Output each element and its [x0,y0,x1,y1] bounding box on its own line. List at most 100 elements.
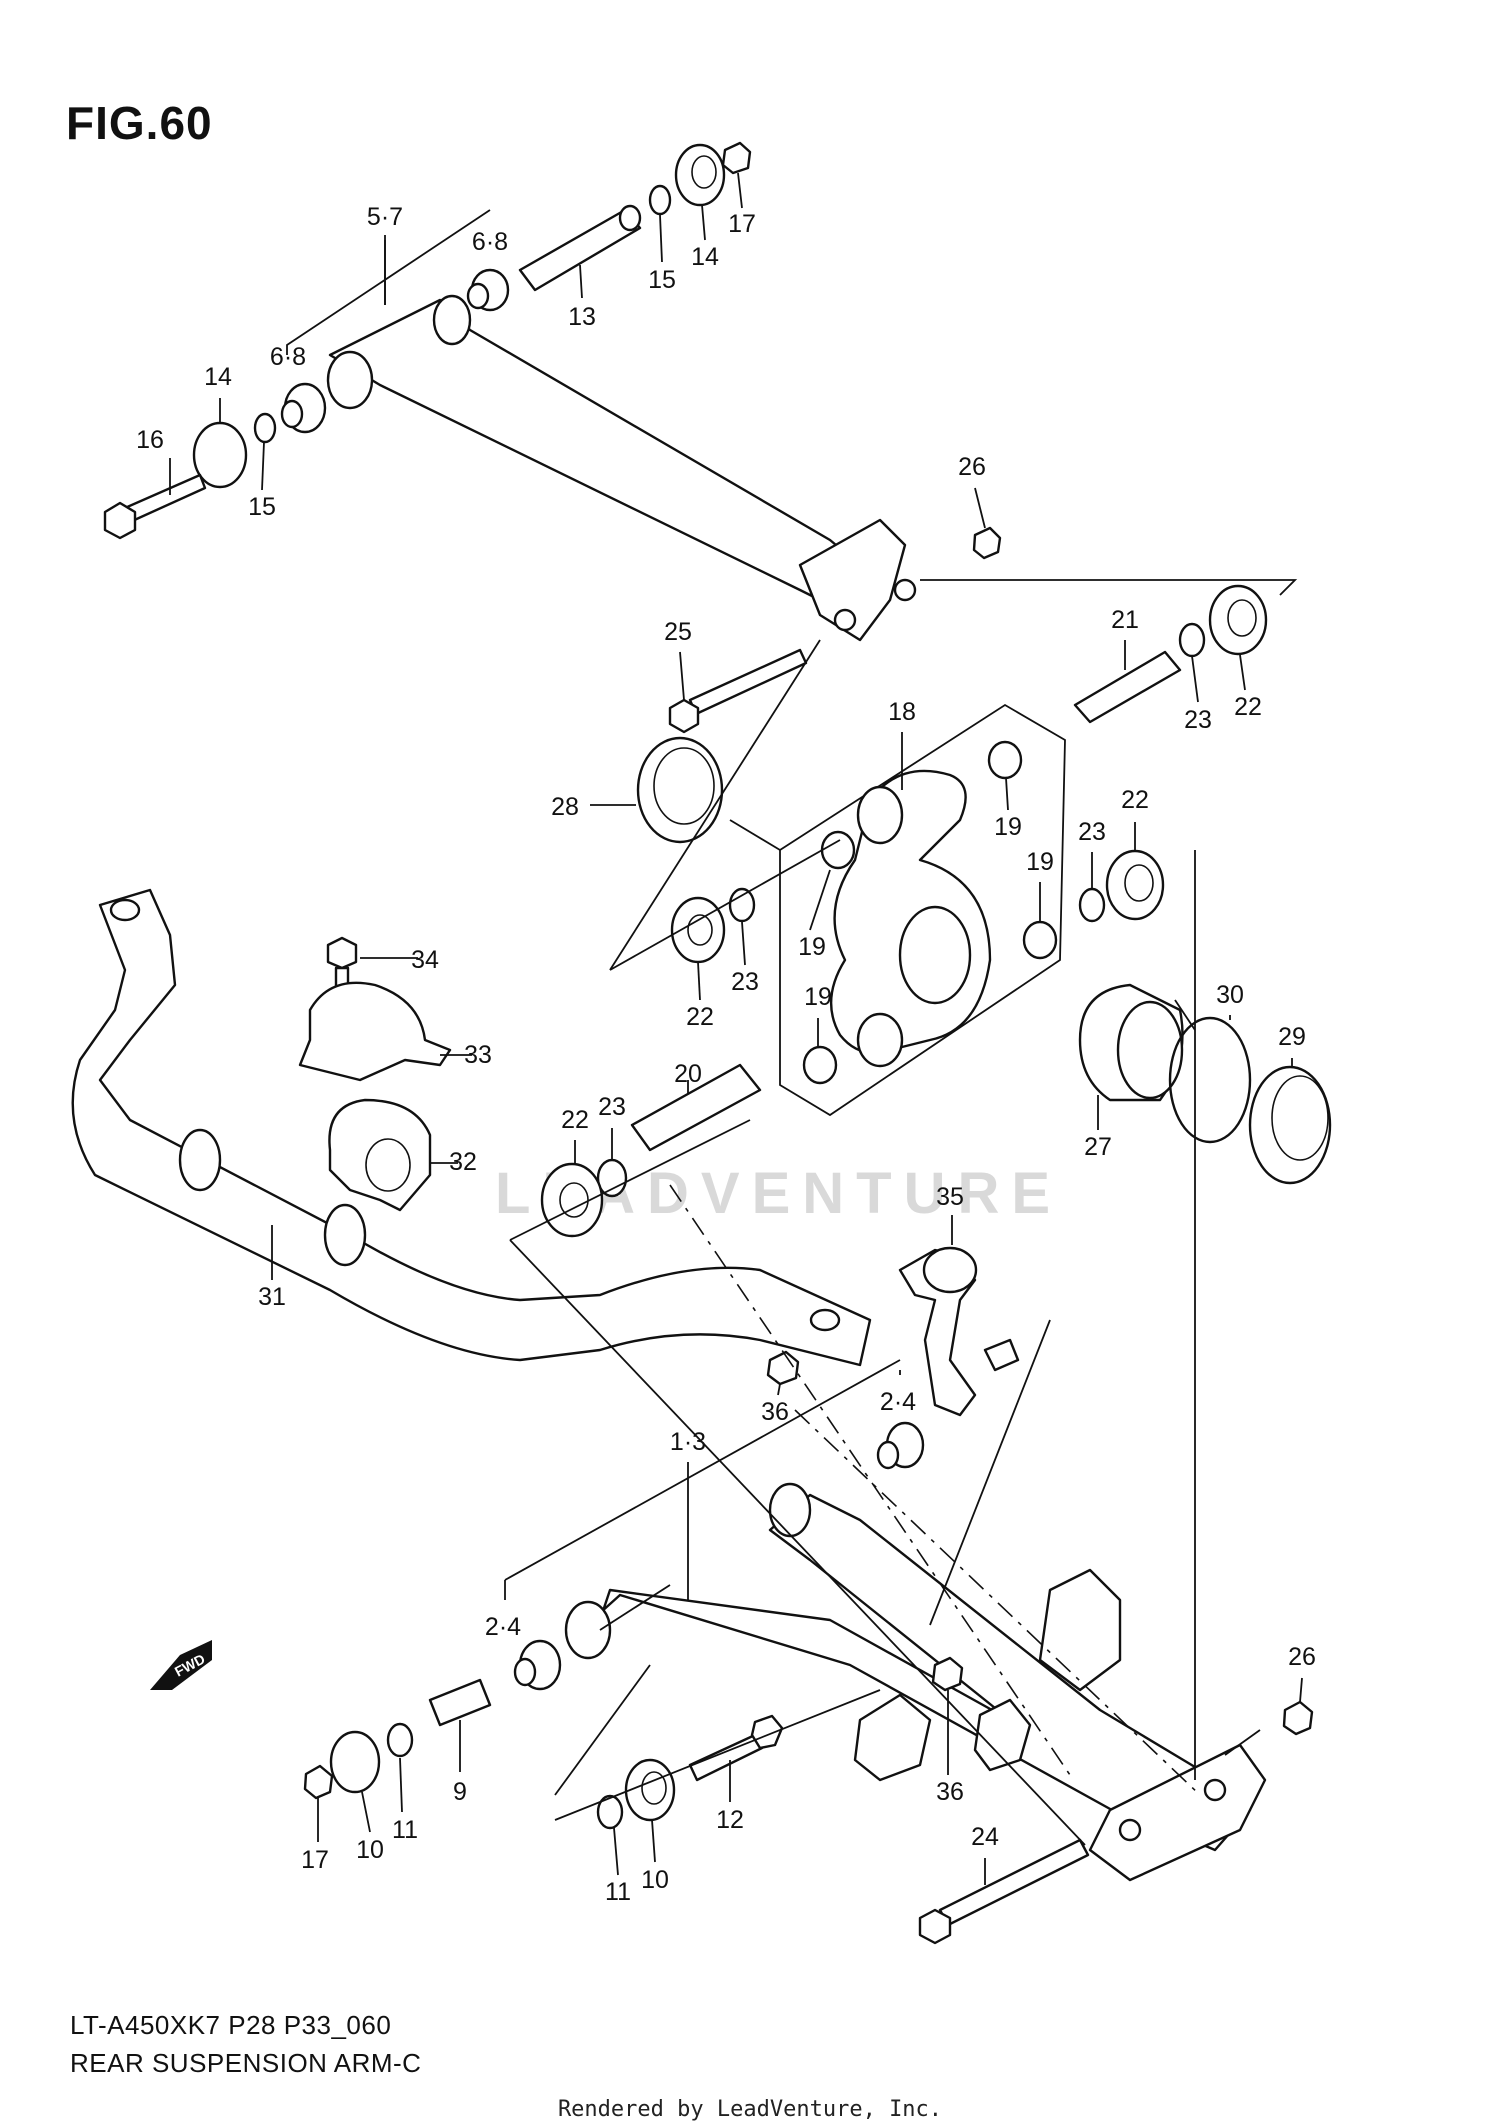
joint-35[interactable] [898,1246,1020,1417]
spacer-10-left[interactable] [329,1730,381,1794]
circlip-30[interactable] [1168,1016,1252,1144]
callout-15a: 15 [648,266,676,294]
callout-10b: 10 [641,1866,669,1894]
callout-28: 28 [551,793,579,821]
leader-15b [261,441,265,491]
leader-10b [651,1819,656,1863]
bearing-22-top[interactable] [1208,584,1268,656]
callout-22b: 22 [1121,786,1149,814]
callout-30: 30 [1216,981,1244,1009]
callout-2-4b: 2·4 [485,1613,521,1641]
seal-29[interactable] [1248,1065,1332,1185]
section-name: REAR SUSPENSION ARM-C [70,2048,422,2078]
callout-10a: 10 [356,1836,384,1864]
washer-15-top[interactable] [648,184,672,216]
callout-22c: 22 [686,1003,714,1031]
callout-14a: 14 [691,243,719,271]
callout-1-3: 1·3 [670,1428,706,1456]
washer-11-bottom[interactable] [596,1794,624,1830]
callout-34: 34 [411,946,439,974]
upper-arm[interactable] [326,294,917,642]
nut-17-bottom[interactable] [303,1764,334,1800]
nut-26-bottom[interactable] [1282,1700,1314,1736]
callout-5-7: 5·7 [367,203,403,231]
bushing-2-4-top[interactable] [876,1421,925,1470]
callout-12: 12 [716,1806,744,1834]
cushion-32[interactable] [328,1098,432,1212]
bolt-24[interactable] [918,1838,1090,1945]
callout-18: 18 [888,698,916,726]
washer-15-left[interactable] [253,412,277,444]
holder-33[interactable] [298,981,452,1082]
pipe-20[interactable] [630,1063,762,1152]
callout-14b: 14 [204,363,232,391]
leader-22c [697,961,701,1001]
callout-11a: 11 [392,1816,418,1844]
rendered-by: Rendered by LeadVenture, Inc. [557,2097,943,2122]
callout-24: 24 [971,1823,999,1851]
bushings-19[interactable] [802,740,1058,1085]
fwd-arrow-icon: FWD [150,1640,212,1690]
callout-16: 16 [136,426,164,454]
washer-23-top[interactable] [1178,622,1206,658]
leader-23a [1191,655,1199,703]
knuckle-18[interactable] [830,769,992,1068]
callout-22d: 22 [561,1106,589,1134]
callout-17b: 17 [301,1846,329,1874]
oil-seal-28[interactable] [636,736,724,844]
spacer-10-bottom[interactable] [624,1758,676,1822]
stabilizer-bar-31[interactable] [71,888,872,1367]
callout-9: 9 [453,1778,467,1806]
callout-27: 27 [1084,1133,1112,1161]
callout-23c: 23 [731,968,759,996]
leader-11b [613,1827,619,1876]
pipe-9[interactable] [428,1678,492,1727]
callout-22a: 22 [1234,693,1262,721]
bolt-16[interactable] [103,473,207,540]
leader-14a [701,204,706,241]
leader-26b [1299,1677,1303,1703]
lower-arm[interactable] [564,1482,1267,1882]
leader-17a [737,172,743,209]
nut-36-top[interactable] [766,1350,800,1386]
nut-26-top[interactable] [972,526,1002,560]
bolt-25[interactable] [668,648,808,734]
bearing-22-bottom[interactable] [540,1162,604,1238]
leader-19a [1005,777,1009,811]
callout-11b: 11 [605,1878,631,1906]
washer-23-left[interactable] [728,887,756,923]
bolt-12[interactable] [688,1714,784,1782]
model-code: LT-A450XK7 P28 P33_060 [70,2010,392,2040]
callout-19d: 19 [804,983,832,1011]
nut-36-bottom[interactable] [931,1656,964,1692]
bushing-2-4-bottom[interactable] [513,1639,562,1691]
bearing-27[interactable] [1078,983,1184,1102]
callout-36b: 36 [936,1778,964,1806]
knuckle-frame [779,703,1066,1117]
washer-11-left[interactable] [386,1722,414,1758]
callout-26a: 26 [958,453,986,481]
pipe-21[interactable] [1073,650,1182,724]
callout-23d: 23 [598,1093,626,1121]
callout-13: 13 [568,303,596,331]
bearing-22-right[interactable] [1105,849,1165,921]
bushing-6-8-top[interactable] [466,268,510,312]
leader-23c [741,921,746,966]
leader-22a [1239,654,1246,691]
callout-35: 35 [936,1183,964,1211]
washer-23-right[interactable] [1078,887,1106,923]
callout-17a: 17 [728,210,756,238]
callout-19a: 19 [994,813,1022,841]
spacer-14-top[interactable] [674,143,726,207]
callout-15b: 15 [248,493,276,521]
leader-15a [659,214,663,263]
pipe-13[interactable] [518,204,642,292]
bushing-6-8-left[interactable] [280,382,327,434]
callout-23b: 23 [1078,818,1106,846]
nut-17-top[interactable] [721,141,752,175]
callout-32: 32 [449,1148,477,1176]
callout-6-8a: 6·8 [472,228,508,256]
